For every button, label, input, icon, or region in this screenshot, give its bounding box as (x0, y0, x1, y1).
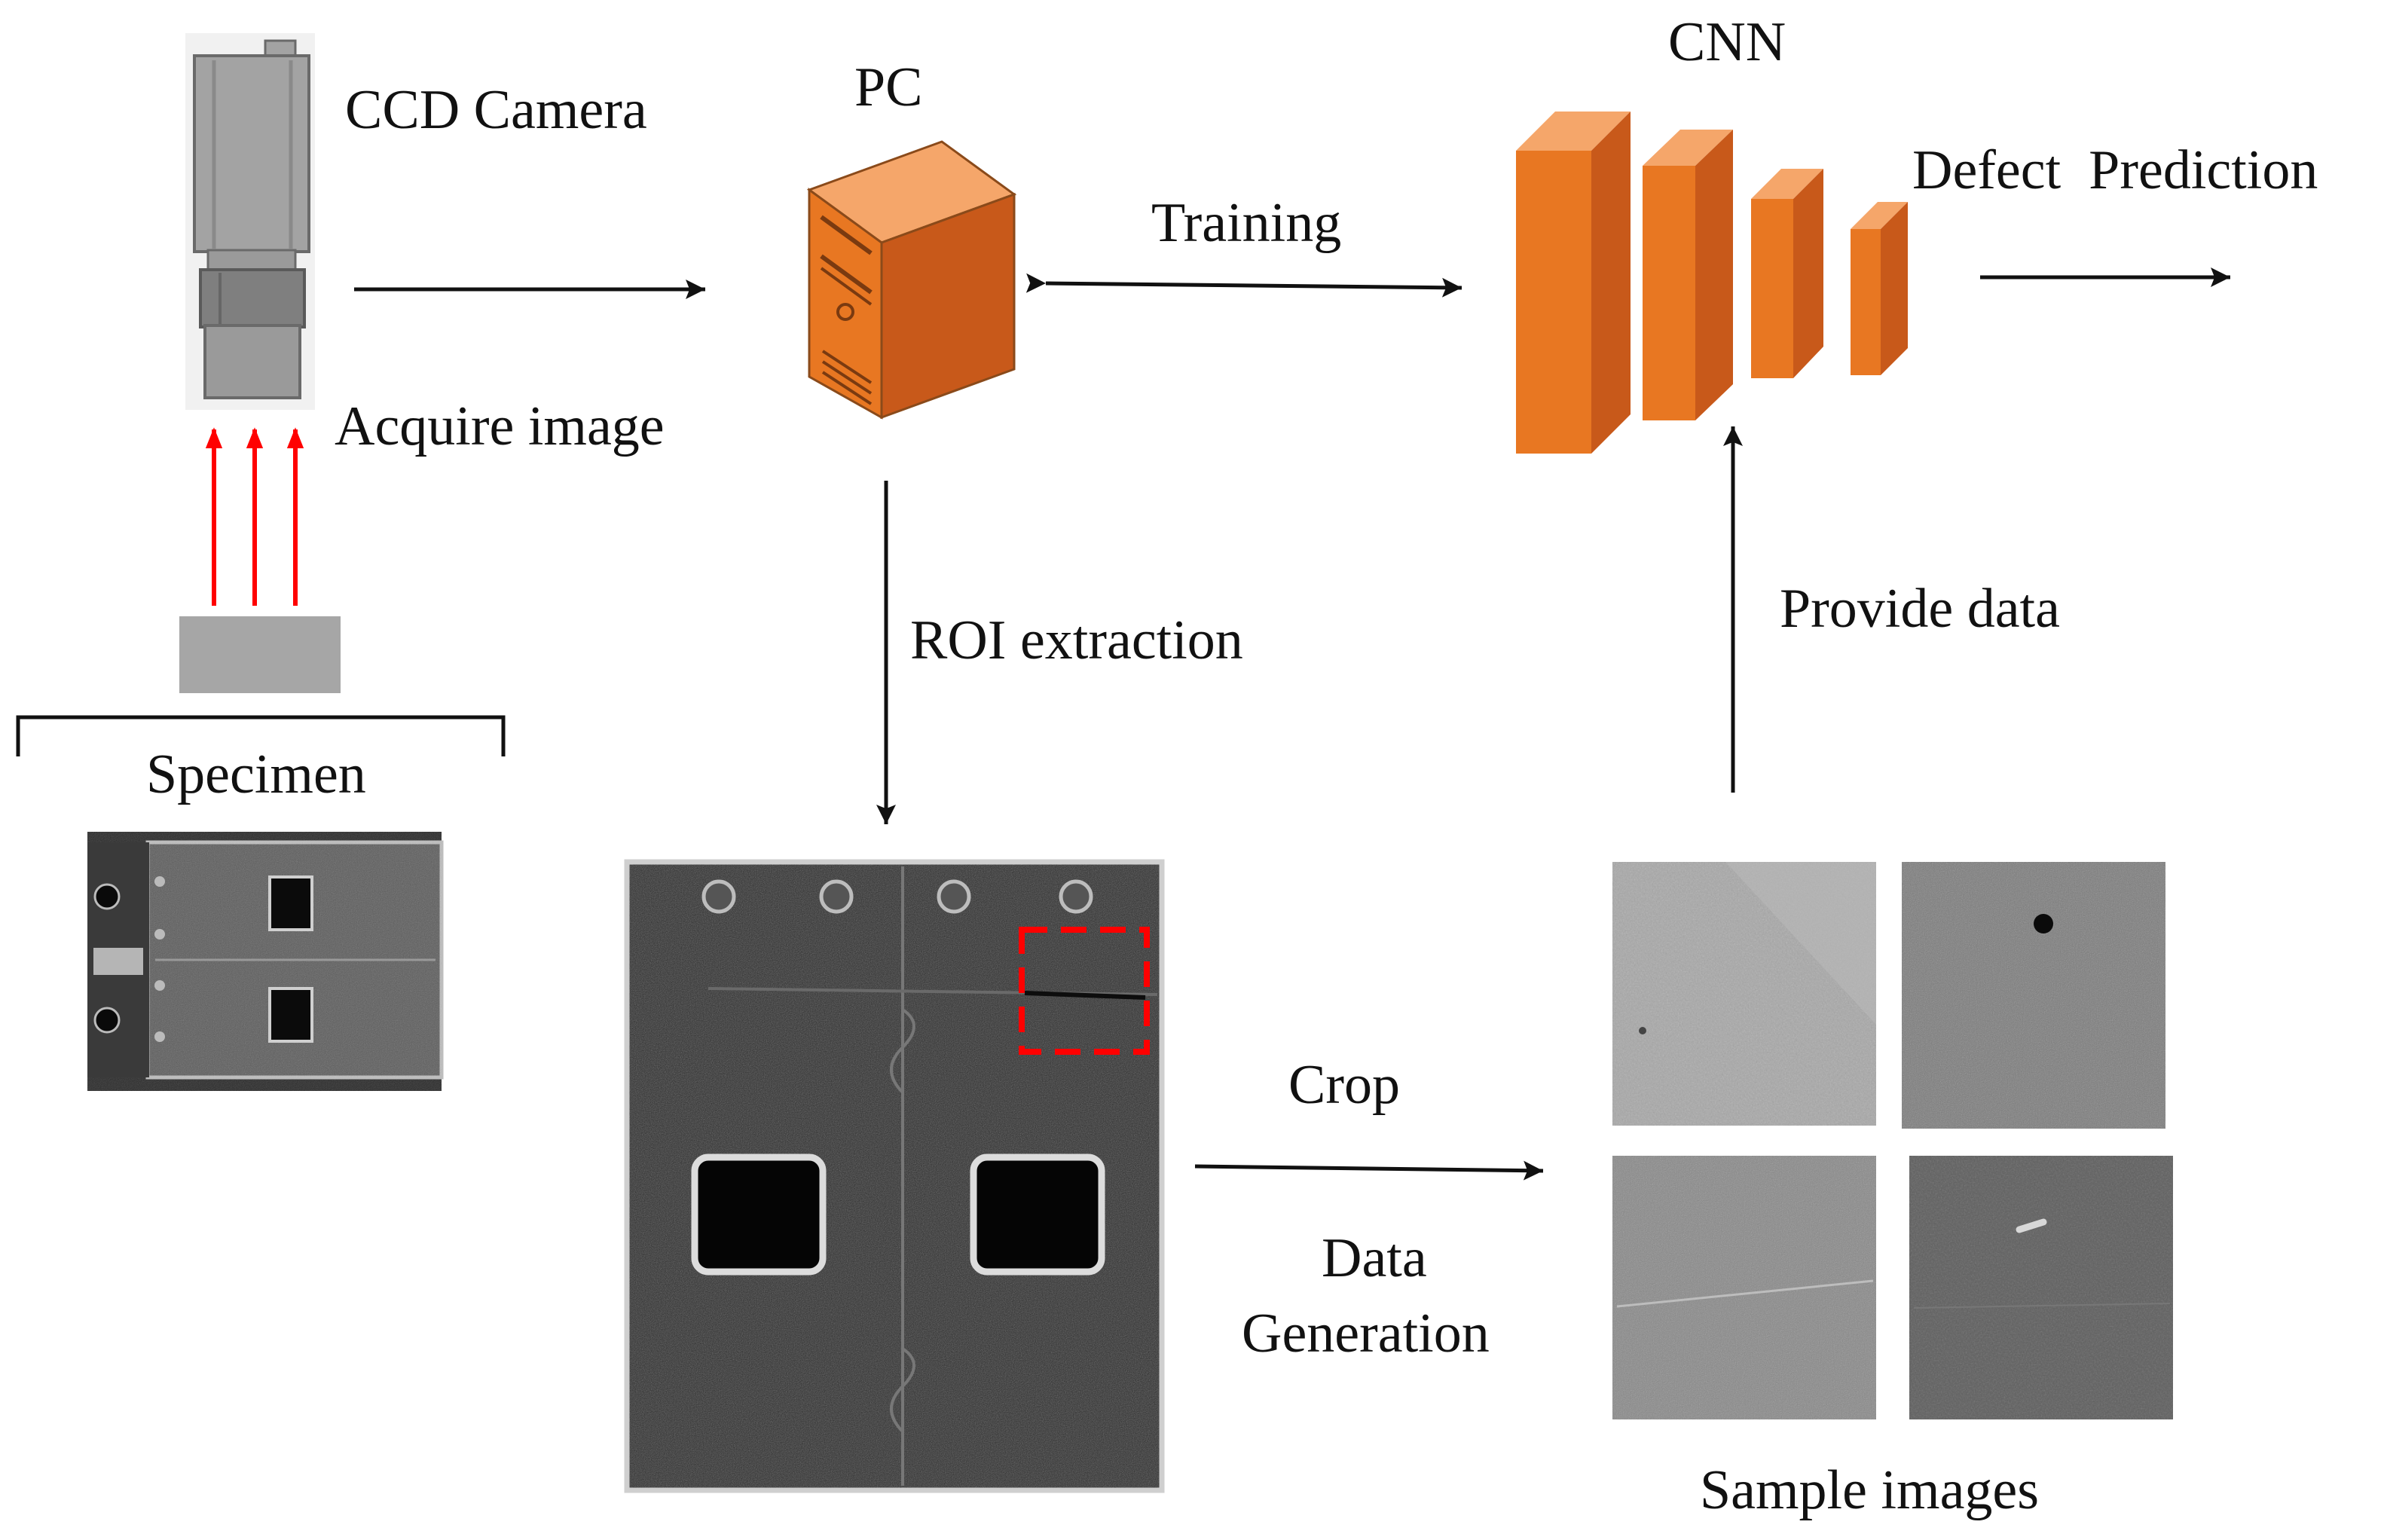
illumination-arrows (205, 427, 304, 606)
training-arrow (1025, 273, 1462, 298)
pc-label: PC (854, 57, 923, 118)
roi-image (624, 859, 1165, 1493)
light-source (179, 616, 341, 693)
defect-prediction-label: Defect Prediction (1912, 139, 2318, 201)
sample-images-label: Sample images (1700, 1459, 2039, 1521)
specimen-label: Specimen (146, 744, 366, 805)
specimen-photo (87, 832, 444, 1091)
pc-tower-icon (806, 140, 1017, 420)
ccd-camera-label: CCD Camera (345, 79, 647, 141)
sample-images (1612, 862, 2173, 1419)
specimen-bracket (16, 715, 506, 756)
crop-label: Crop (1288, 1054, 1400, 1116)
sample-image-4 (1909, 1156, 2173, 1419)
crop-arrow (1194, 1160, 1544, 1181)
training-label: Training (1151, 192, 1341, 254)
roi-selection-box (1019, 927, 1150, 1055)
sample-image-3 (1612, 1156, 1876, 1419)
provide-data-label: Provide data (1780, 578, 2060, 640)
data-label: Data (1322, 1227, 1427, 1289)
generation-label: Generation (1242, 1303, 1490, 1364)
cnn-label: CNN (1668, 11, 1786, 73)
sample-image-1 (1612, 862, 1876, 1126)
acquire-image-label: Acquire image (335, 396, 665, 457)
sample-image-2 (1902, 862, 2165, 1129)
cnn-layers-icon (1516, 112, 1908, 454)
ccd-camera-icon (185, 33, 315, 410)
roi-extraction-label: ROI extraction (910, 610, 1243, 671)
